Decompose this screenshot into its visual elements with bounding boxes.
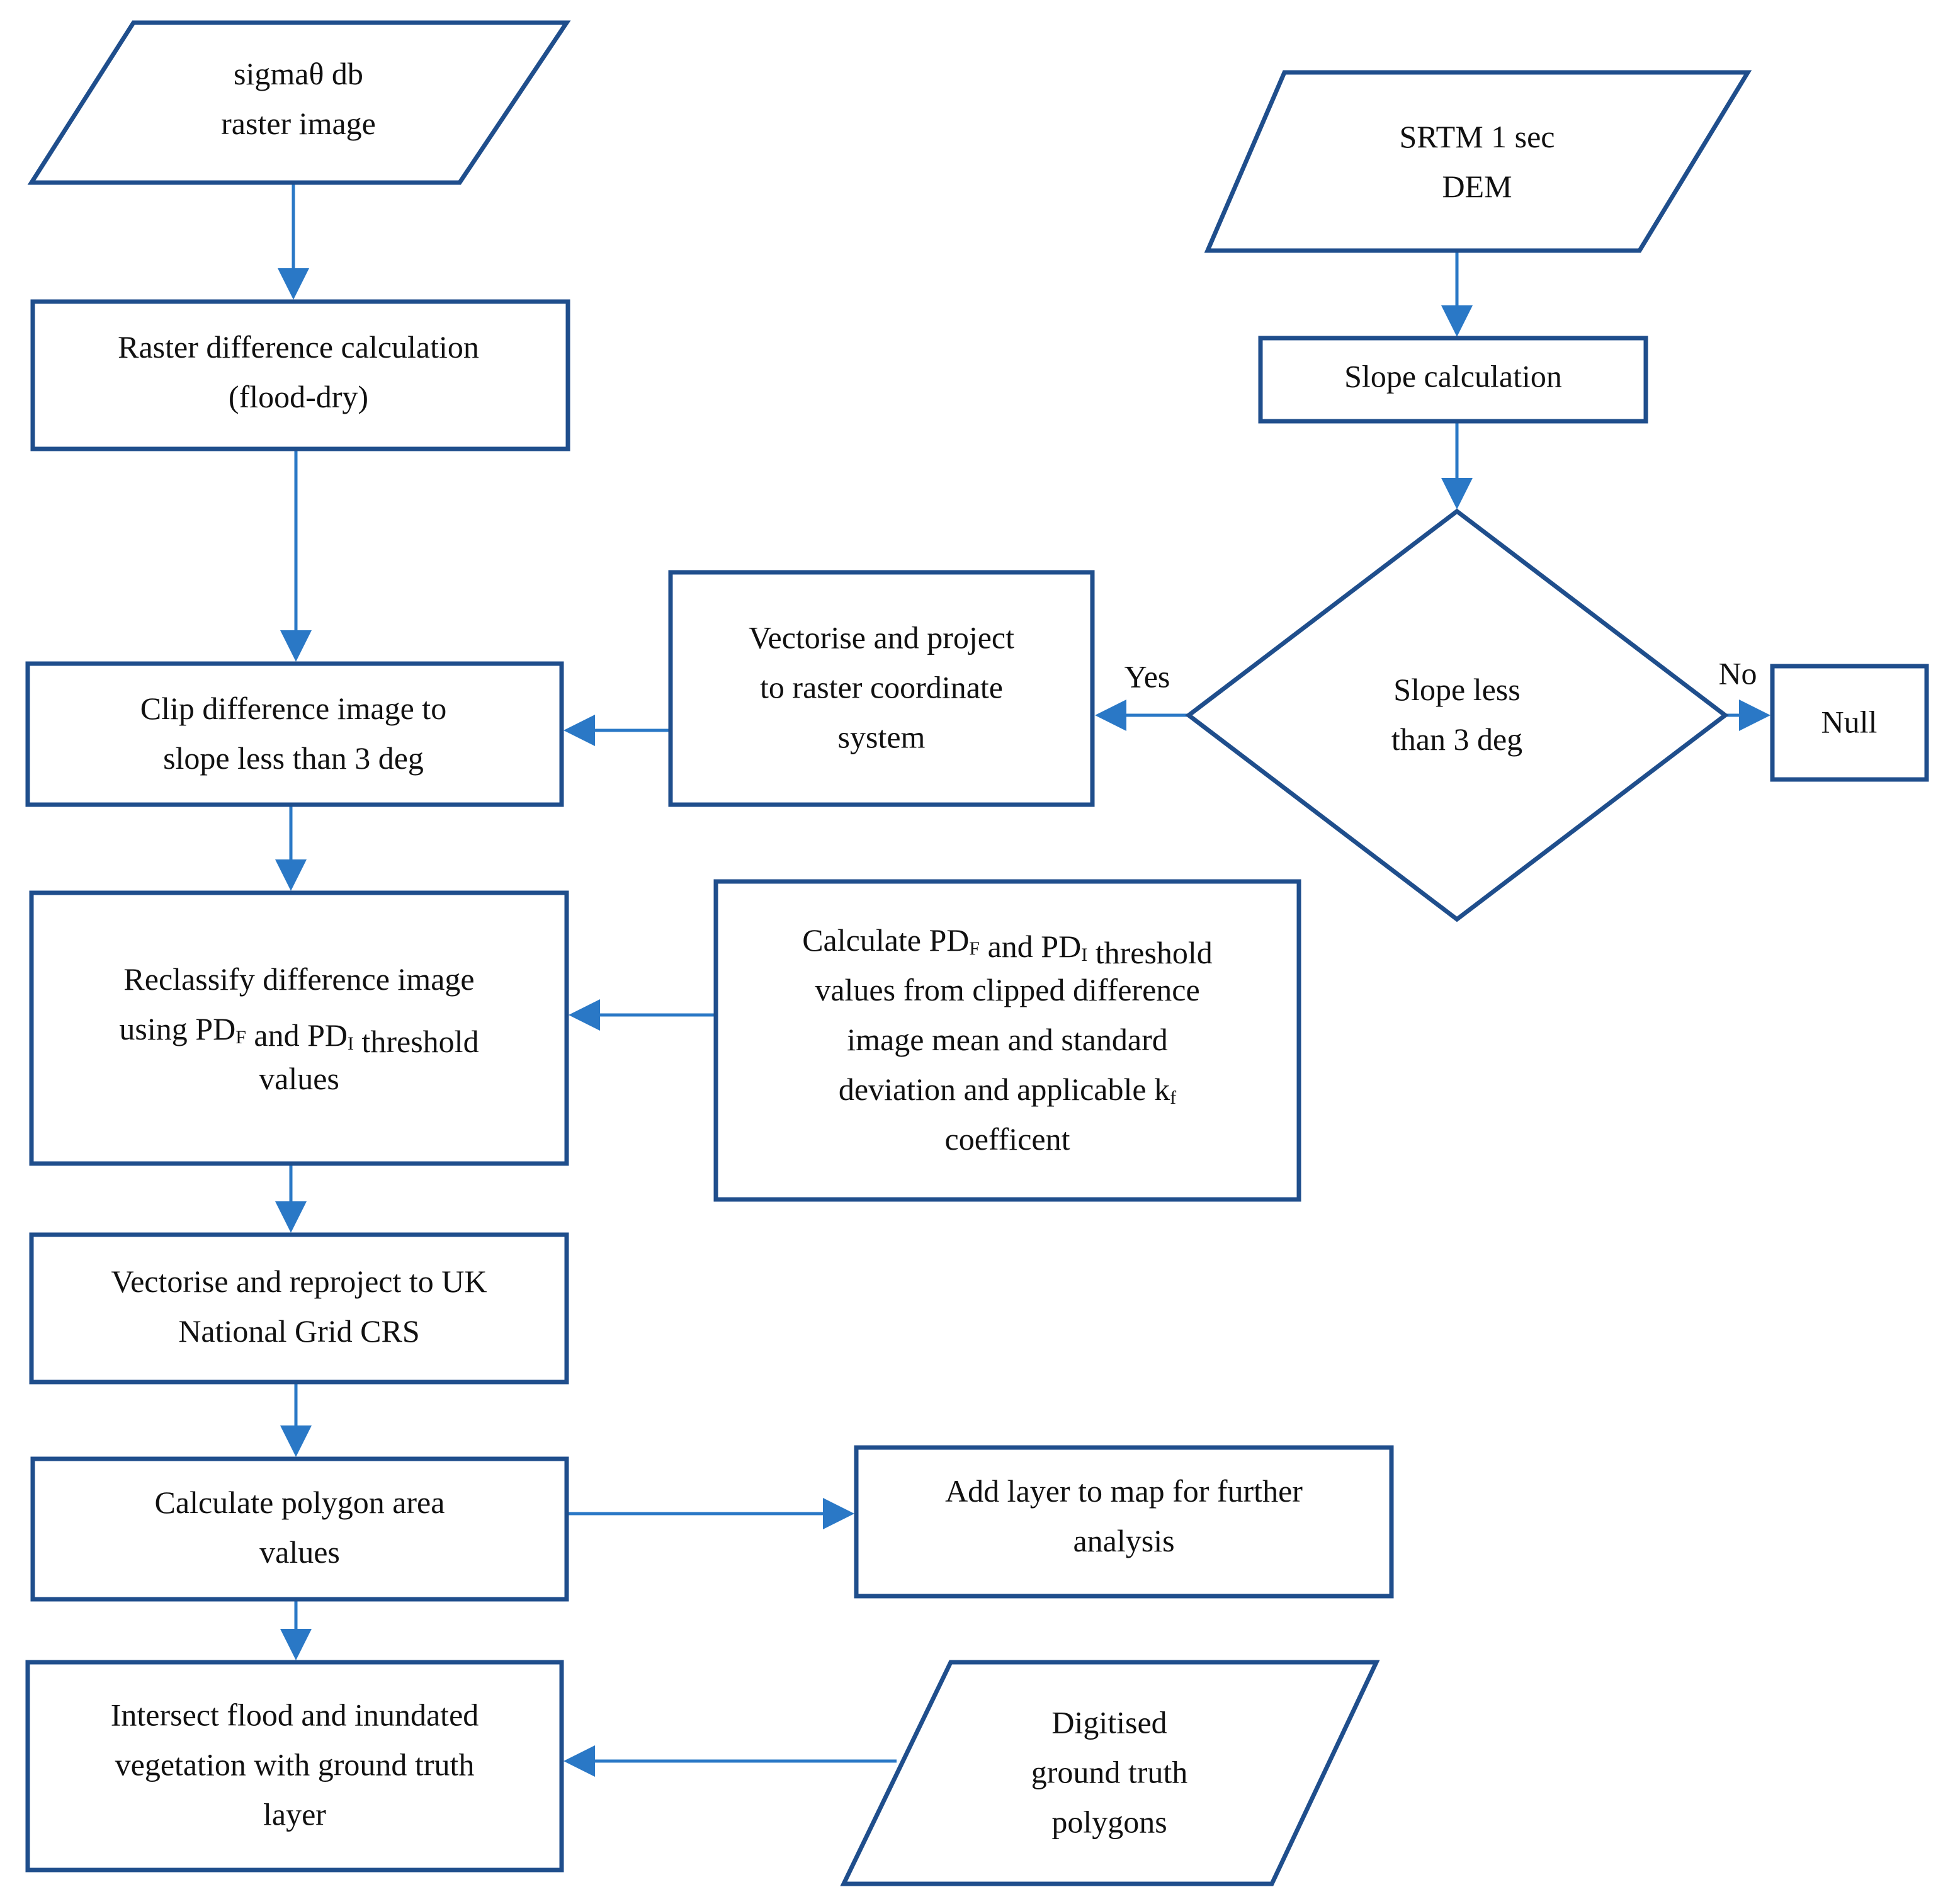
- text-segment: and PD: [246, 1017, 348, 1053]
- node-text-line: Slope calculation: [1344, 358, 1562, 394]
- node-text-line: Slope less: [1393, 672, 1520, 707]
- text-segment: Calculate PD: [802, 922, 969, 958]
- rectangle-shape: [25, 661, 564, 807]
- edge-label-yes: Yes: [1124, 659, 1170, 694]
- subscript: F: [235, 1027, 246, 1048]
- node-text-line: (flood-dry): [229, 379, 368, 414]
- node-text-line: values from clipped difference: [815, 972, 1199, 1007]
- text-segment: values: [259, 1061, 339, 1096]
- rectangle-shape: [1770, 664, 1929, 782]
- node-raster-difference: Raster difference calculation (flood-dry): [30, 299, 570, 451]
- subscript: F: [969, 938, 980, 959]
- rectangle-shape: [25, 1660, 564, 1873]
- node-text-line: values: [259, 1534, 340, 1570]
- node-text-line: vegetation with ground truth: [115, 1747, 475, 1782]
- node-text-line: Null: [1821, 704, 1878, 739]
- node-slope-calculation: Slope calculation: [1258, 336, 1648, 424]
- edge-label-no: No: [1718, 655, 1757, 691]
- parallelogram-shape: [27, 20, 571, 185]
- node-text-line: ground truth: [1031, 1754, 1188, 1789]
- text-segment: threshold: [354, 1024, 479, 1059]
- text-segment: image mean and standard: [847, 1022, 1168, 1057]
- rectangle-shape: [713, 879, 1301, 1202]
- parallelogram-shape: [1204, 70, 1752, 253]
- node-text-line: Intersect flood and inundated: [111, 1697, 479, 1732]
- node-clip-difference: Clip difference image to slope less than …: [25, 661, 564, 807]
- rectangle-shape: [29, 890, 569, 1166]
- subscript: f: [1170, 1087, 1176, 1108]
- text-segment: coefficent: [945, 1121, 1070, 1157]
- node-text-line: Clip difference image to: [140, 691, 446, 726]
- node-text-line: Digitised: [1051, 1704, 1167, 1740]
- node-ground-truth-input: Digitised ground truth polygons: [840, 1660, 1380, 1886]
- node-slope-decision: Slope less than 3 deg: [1185, 508, 1729, 922]
- node-text-line: than 3 deg: [1391, 722, 1522, 757]
- edge-labels: Yes No: [1124, 655, 1757, 694]
- text-segment: using PD: [119, 1011, 235, 1046]
- node-text-line: National Grid CRS: [178, 1313, 419, 1349]
- rectangle-shape: [30, 1456, 569, 1602]
- node-text-line: Vectorise and project: [749, 620, 1014, 655]
- connector-arrows: [275, 183, 1770, 1777]
- text-segment: Reclassify difference image: [123, 961, 474, 997]
- text-segment: and PD: [980, 929, 1081, 964]
- node-polygon-area: Calculate polygon area values: [30, 1456, 569, 1602]
- node-text-line: Calculate PDF and PDI threshold: [802, 922, 1213, 970]
- node-text-line: slope less than 3 deg: [163, 740, 424, 776]
- node-text-line: polygons: [1051, 1804, 1167, 1839]
- rectangle-shape: [668, 570, 1095, 807]
- node-text-line: using PDF and PDI threshold: [119, 1011, 479, 1059]
- node-text-line: deviation and applicable kf: [839, 1072, 1176, 1108]
- node-add-layer: Add layer to map for further analysis: [854, 1445, 1394, 1599]
- node-text-line: analysis: [1073, 1523, 1174, 1558]
- rectangle-shape: [1258, 336, 1648, 424]
- node-text-line: SRTM 1 sec: [1400, 119, 1555, 154]
- node-null-box: Null: [1770, 664, 1929, 782]
- node-text-line: coefficent: [945, 1121, 1070, 1157]
- node-text-line: raster image: [221, 106, 376, 141]
- subscript: I: [348, 1033, 354, 1054]
- node-text-line: Calculate polygon area: [155, 1485, 445, 1520]
- text-segment: deviation and applicable k: [839, 1072, 1170, 1107]
- text-segment: values from clipped difference: [815, 972, 1199, 1007]
- node-text-line: system: [838, 719, 926, 754]
- node-text-line: layer: [263, 1796, 326, 1832]
- rectangle-shape: [30, 299, 570, 451]
- node-vectorise-project: Vectorise and project to raster coordinat…: [668, 570, 1095, 807]
- diamond-shape: [1185, 508, 1729, 922]
- node-text-line: Reclassify difference image: [123, 961, 474, 997]
- node-text-line: sigmaθ db: [234, 56, 363, 91]
- node-text-line: image mean and standard: [847, 1022, 1168, 1057]
- node-reclassify: Reclassify difference image using PDF and…: [29, 890, 569, 1166]
- rectangle-shape: [854, 1445, 1394, 1599]
- node-text-line: values: [259, 1061, 339, 1096]
- node-text-line: to raster coordinate: [760, 669, 1003, 705]
- rectangle-shape: [29, 1232, 569, 1385]
- node-text-line: Raster difference calculation: [118, 329, 479, 365]
- node-vectorise-reproject: Vectorise and reproject to UK National Gr…: [29, 1232, 569, 1385]
- parallelogram-shape: [840, 1660, 1380, 1886]
- node-intersect: Intersect flood and inundated vegetation …: [25, 1660, 564, 1873]
- text-segment: threshold: [1087, 935, 1213, 970]
- node-text-line: Add layer to map for further: [945, 1473, 1303, 1509]
- node-sigma-input: sigmaθ db raster image: [27, 20, 571, 185]
- node-text-line: Vectorise and reproject to UK: [111, 1264, 487, 1299]
- subscript: I: [1081, 944, 1087, 965]
- node-text-line: DEM: [1442, 169, 1512, 204]
